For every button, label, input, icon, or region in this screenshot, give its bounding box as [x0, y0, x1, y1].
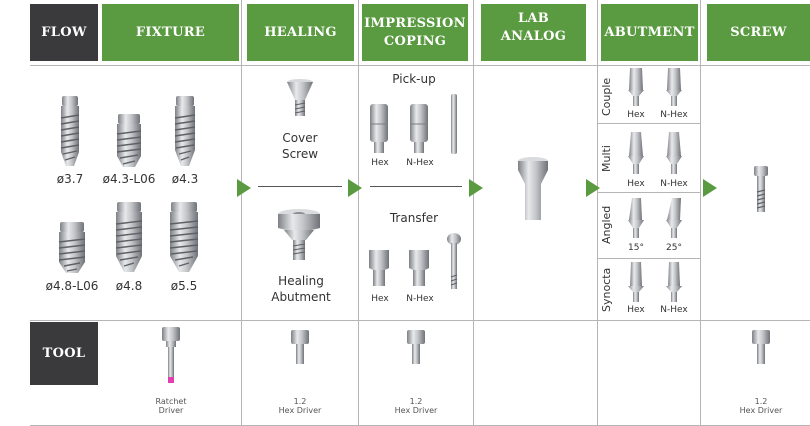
grid-col-divider — [700, 0, 701, 426]
flow-arrow-icon — [348, 179, 362, 197]
implant-icon — [174, 96, 196, 166]
pickup-nhex-coping-icon — [410, 104, 428, 153]
fixture-size-label: ø5.5 — [170, 279, 198, 293]
header-screw: SCREW — [707, 4, 810, 61]
transfer-nhex-coping-icon — [409, 250, 429, 286]
hex-driver-icon — [752, 330, 770, 364]
multi-nhex-abutment-icon — [666, 132, 682, 174]
couple-nhex-label: N-Hex — [660, 110, 688, 120]
abutment-row-divider — [597, 258, 700, 259]
couple-hex-label: Hex — [627, 110, 645, 120]
fixture-size-label: ø3.7 — [56, 172, 84, 186]
healing-separator — [258, 186, 342, 187]
fixture-size-label: ø4.8-L06 — [45, 279, 99, 293]
couple-nhex-abutment-icon — [666, 68, 682, 106]
healing-abutment-icon — [278, 209, 320, 260]
header-tool: TOOL — [30, 322, 98, 385]
flow-arrow-icon — [703, 179, 717, 197]
couple-hex-abutment-icon — [628, 68, 644, 106]
angled-15-label: 15° — [628, 243, 644, 253]
pickup-nhex-label: N-Hex — [406, 158, 434, 168]
implant-icon — [60, 96, 80, 166]
flow-arrow-icon — [469, 179, 483, 197]
hex-driver-icon — [407, 330, 425, 364]
synocta-nhex-label: N-Hex — [660, 305, 688, 315]
abutment-row-divider — [597, 123, 700, 124]
header-abutment: ABUTMENT — [601, 4, 698, 61]
grid-col-divider — [241, 0, 242, 426]
grid-col-divider — [473, 0, 474, 426]
impression-separator — [370, 186, 462, 187]
grid-col-divider — [597, 0, 598, 426]
implant-icon — [115, 202, 143, 272]
fixture-size-label: ø4.3-L06 — [102, 172, 156, 186]
pickup-guide-pin-icon — [451, 94, 457, 154]
fixture-size-label: ø4.8 — [115, 279, 143, 293]
cover-screw-icon — [287, 79, 313, 116]
implant-icon — [116, 114, 142, 167]
abutment-group-label-couple: Couple — [600, 77, 613, 116]
transfer-label: Transfer — [389, 211, 439, 225]
transfer-nhex-label: N-Hex — [406, 294, 434, 304]
multi-nhex-label: N-Hex — [660, 179, 688, 189]
pickup-hex-label: Hex — [371, 158, 389, 168]
pickup-hex-coping-icon — [370, 104, 388, 153]
transfer-screw-icon — [447, 233, 461, 289]
synocta-hex-abutment-icon — [628, 262, 644, 302]
synocta-hex-label: Hex — [627, 305, 645, 315]
abutment-group-label-angled: Angled — [600, 205, 613, 244]
header-fixture: FIXTURE — [102, 4, 239, 61]
grid-col-divider — [358, 0, 359, 426]
implant-icon — [58, 222, 86, 273]
abutment-row-divider — [597, 192, 700, 193]
header-flow: FLOW — [30, 4, 98, 61]
flow-arrow-icon — [586, 179, 600, 197]
multi-hex-abutment-icon — [628, 132, 644, 174]
abutment-group-label-multi: Multi — [600, 145, 613, 172]
ratchet-driver-icon — [162, 327, 180, 383]
transfer-hex-coping-icon — [369, 250, 389, 286]
header-healing: HEALING — [247, 4, 354, 61]
multi-hex-label: Hex — [627, 179, 645, 189]
abutment-group-label-synocta: Synocta — [600, 267, 613, 312]
synocta-nhex-abutment-icon — [666, 262, 682, 302]
angled-15-abutment-icon — [628, 198, 644, 238]
grid-line-top — [30, 65, 810, 66]
angled-25-abutment-icon — [666, 198, 682, 238]
hex-driver-icon — [291, 330, 309, 364]
abutment-screw-icon — [754, 166, 768, 212]
grid-line-middle — [30, 320, 810, 321]
transfer-hex-label: Hex — [371, 294, 389, 304]
angled-25-label: 25° — [666, 243, 682, 253]
fixture-size-label: ø4.3 — [171, 172, 199, 186]
lab-analog-icon — [518, 157, 548, 220]
pickup-label: Pick-up — [392, 72, 436, 86]
implant-icon — [169, 202, 199, 272]
flow-arrow-icon — [237, 179, 251, 197]
